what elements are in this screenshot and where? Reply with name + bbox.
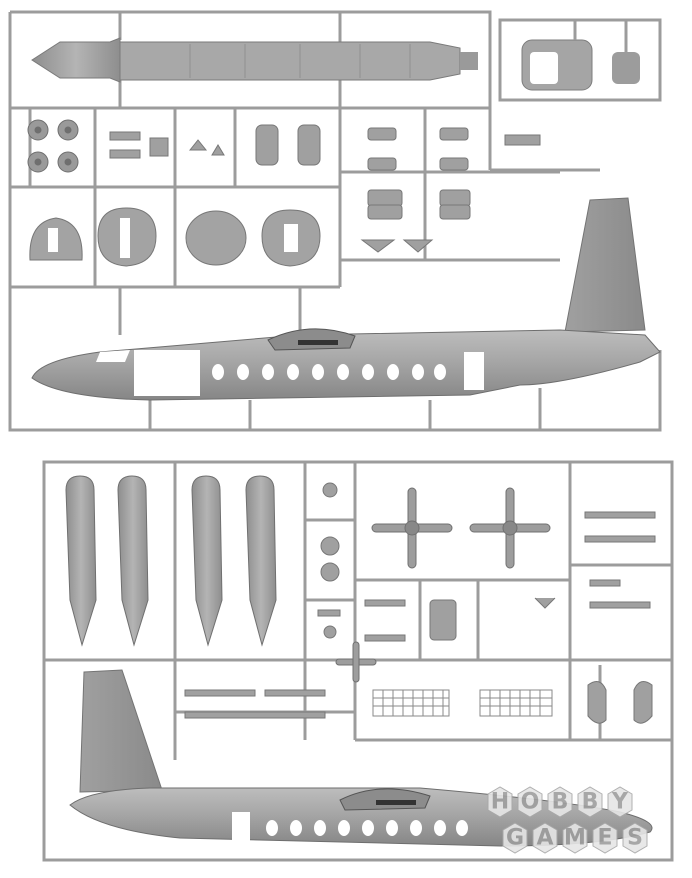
- cockpit-part: [521, 20, 640, 91]
- wing-part: [31, 37, 478, 83]
- fuselage-half-upper: [31, 197, 661, 401]
- cabin-windows: [212, 364, 446, 380]
- watermark-letter: M: [564, 826, 586, 851]
- watermark-row-2: G A M E S: [502, 822, 648, 854]
- watermark-letter: O: [521, 790, 540, 815]
- watermark-letter: A: [536, 826, 553, 851]
- fuselage-half-lower: [69, 669, 653, 847]
- watermark-letter: B: [582, 790, 599, 815]
- door-cutout: [134, 350, 200, 396]
- watermark-letter: S: [627, 826, 643, 851]
- watermark-letter: Y: [611, 790, 629, 815]
- nacelle-parts: [65, 475, 277, 647]
- upper-sprue-frame: [8, 10, 662, 432]
- door-cutout: [464, 352, 484, 390]
- small-parts-lower: [184, 482, 656, 724]
- propeller-parts: [335, 487, 551, 683]
- watermark-letter: E: [597, 826, 612, 851]
- seat-grid-parts: [372, 689, 553, 717]
- lower-sprue-frame: [42, 460, 674, 862]
- upper-sprue-small-frame: [498, 18, 662, 102]
- strut-parts: [109, 124, 541, 253]
- watermark-letter: B: [552, 790, 569, 815]
- watermark-letter: G: [506, 826, 524, 851]
- cabin-windows: [266, 820, 468, 836]
- watermark-row-1: H O B B Y: [487, 786, 633, 818]
- wheel-parts: [27, 119, 79, 173]
- bulkhead-parts: [29, 207, 321, 267]
- hobbygames-watermark: H O B B Y G A M E S: [487, 786, 648, 854]
- door-cutout: [232, 812, 250, 842]
- watermark-letter: H: [491, 790, 509, 815]
